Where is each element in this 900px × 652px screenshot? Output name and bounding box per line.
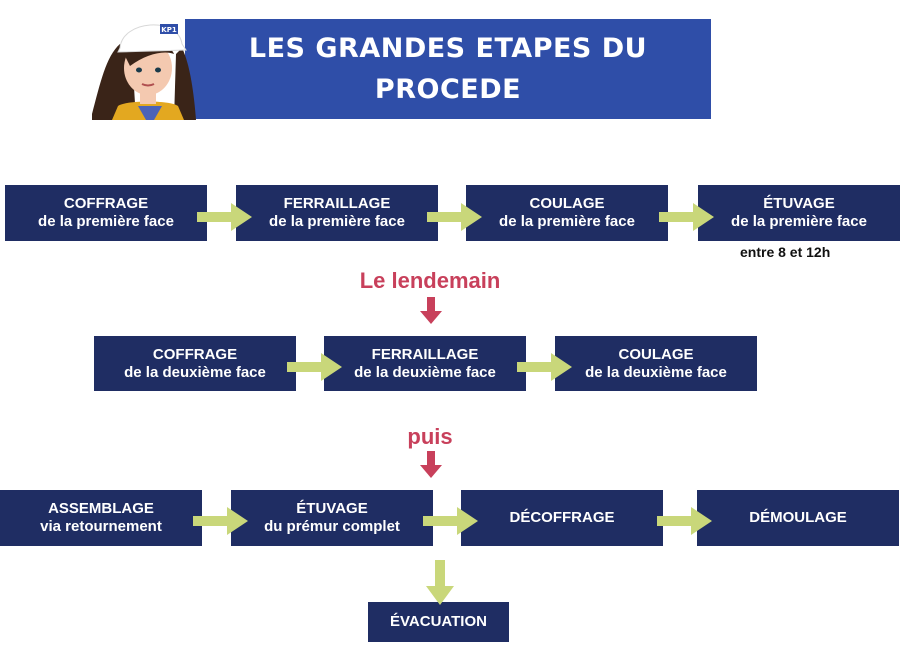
step-title: ÉTUVAGE (296, 500, 368, 517)
step-subtitle: de la première face (269, 213, 405, 230)
step-coulage-second-face: COULAGE de la deuxième face (555, 336, 757, 391)
step-assemblage: ASSEMBLAGE via retournement (0, 490, 202, 546)
step-ferraillage-first-face: FERRAILLAGE de la première face (236, 185, 438, 241)
step-evacuation: ÉVACUATION (368, 602, 509, 642)
step-title: DÉCOFFRAGE (509, 509, 615, 526)
step-subtitle: de la première face (499, 213, 635, 230)
step-coffrage-first-face: COFFRAGE de la première face (5, 185, 207, 241)
step-subtitle: de la première face (731, 213, 867, 230)
arrow-right-icon (197, 203, 252, 231)
step-ferraillage-second-face: FERRAILLAGE de la deuxième face (324, 336, 526, 391)
step-subtitle: de la première face (38, 213, 174, 230)
step-etuvage-complete: ÉTUVAGE du prémur complet (231, 490, 433, 546)
title-line-1: LES GRANDES ETAPES DU (248, 33, 648, 64)
step-title: COFFRAGE (152, 345, 238, 363)
step-title: COULAGE (618, 345, 694, 363)
step-coffrage-second-face: COFFRAGE de la deuxième face (94, 336, 296, 391)
arrow-right-icon (423, 507, 478, 535)
title-banner (185, 19, 711, 119)
arrow-down-icon (426, 560, 454, 605)
step-subtitle: du prémur complet (264, 518, 400, 535)
arrow-right-icon (657, 507, 712, 535)
step-coulage-first-face: COULAGE de la première face (466, 185, 668, 241)
step-subtitle: via retournement (40, 518, 162, 535)
arrow-right-icon (193, 507, 248, 535)
transition-label-then: puis (407, 424, 453, 449)
arrow-right-icon (659, 203, 714, 231)
step-decoffrage: DÉCOFFRAGE (461, 490, 663, 546)
step-title: DÉMOULAGE (749, 509, 847, 526)
step-subtitle: de la deuxième face (585, 363, 727, 381)
step-title: COULAGE (529, 195, 605, 212)
svg-text:KP1: KP1 (161, 26, 177, 34)
step-etuvage-first-face: ÉTUVAGE de la première face (698, 185, 900, 241)
arrow-down-red-icon (420, 297, 442, 324)
duration-note: entre 8 et 12h (740, 244, 831, 260)
step-demoulage: DÉMOULAGE (697, 490, 899, 546)
arrow-right-icon (427, 203, 482, 231)
worker-mascot: KP1 (92, 24, 196, 120)
step-title: ASSEMBLAGE (48, 500, 154, 517)
arrow-right-icon (287, 353, 342, 381)
page-title: LES GRANDES ETAPES DU PROCEDE (185, 28, 711, 110)
transition-label-next-day: Le lendemain (359, 268, 501, 293)
arrow-right-icon (517, 353, 572, 381)
step-subtitle: de la deuxième face (124, 363, 266, 381)
step-title: ÉVACUATION (390, 613, 487, 630)
step-title: FERRAILLAGE (371, 345, 479, 363)
step-title: COFFRAGE (63, 195, 149, 212)
step-title: FERRAILLAGE (283, 195, 391, 212)
title-line-2: PROCEDE (374, 74, 522, 105)
arrow-down-red-icon (420, 451, 442, 478)
step-subtitle: de la deuxième face (354, 363, 496, 381)
step-title: ÉTUVAGE (763, 195, 835, 212)
